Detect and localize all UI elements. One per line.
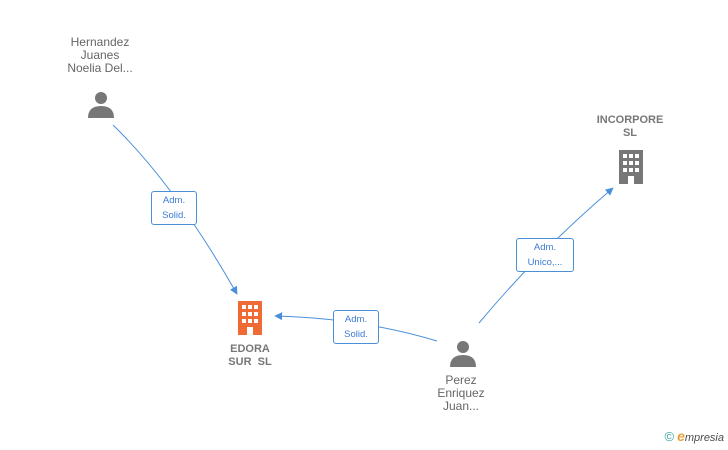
node-label-line: Hernandez bbox=[70, 35, 130, 49]
edge-label-line: Solid. bbox=[344, 329, 368, 340]
node-label-line: Juan... bbox=[442, 399, 480, 413]
node-label-line: EDORA bbox=[230, 343, 270, 355]
node-label-edora[interactable]: EDORA SUR SL bbox=[198, 343, 302, 369]
node-label-line: Perez bbox=[445, 373, 477, 387]
node-label-line: INCORPORE bbox=[596, 114, 664, 126]
edge-label-line: Unico,... bbox=[527, 257, 563, 268]
node-label-line: Enriquez bbox=[437, 386, 485, 400]
node-label-line: Juanes bbox=[80, 48, 120, 62]
node-label-hernandez[interactable]: Hernandez Juanes Noelia Del... bbox=[48, 36, 152, 75]
node-label-perez[interactable]: Perez Enriquez Juan... bbox=[409, 374, 513, 413]
edge-label-hernandez-edora[interactable]: Adm. Solid. bbox=[151, 191, 197, 225]
building-icon[interactable] bbox=[615, 150, 647, 184]
edge-label-perez-edora[interactable]: Adm. Solid. bbox=[333, 310, 379, 344]
edge-label-line: Adm. bbox=[344, 314, 368, 325]
node-label-line: SL bbox=[622, 127, 638, 139]
edge-label-line: Adm. bbox=[533, 242, 557, 253]
brand-watermark: ©empresia bbox=[664, 428, 724, 444]
brand-logo-e: e bbox=[677, 428, 685, 444]
brand-name: mpresia bbox=[684, 432, 724, 444]
person-icon[interactable] bbox=[86, 89, 116, 119]
copyright-icon: © bbox=[664, 429, 675, 444]
edge-label-perez-incorpore[interactable]: Adm. Unico,... bbox=[516, 238, 574, 272]
edge-label-line: Solid. bbox=[162, 210, 186, 221]
node-label-line: SUR SL bbox=[228, 356, 272, 368]
edge-label-line: Adm. bbox=[162, 195, 186, 206]
building-icon[interactable] bbox=[234, 301, 266, 335]
node-label-incorpore[interactable]: INCORPORE SL bbox=[578, 114, 682, 140]
node-label-line: Noelia Del... bbox=[67, 61, 133, 75]
person-icon[interactable] bbox=[448, 338, 478, 368]
